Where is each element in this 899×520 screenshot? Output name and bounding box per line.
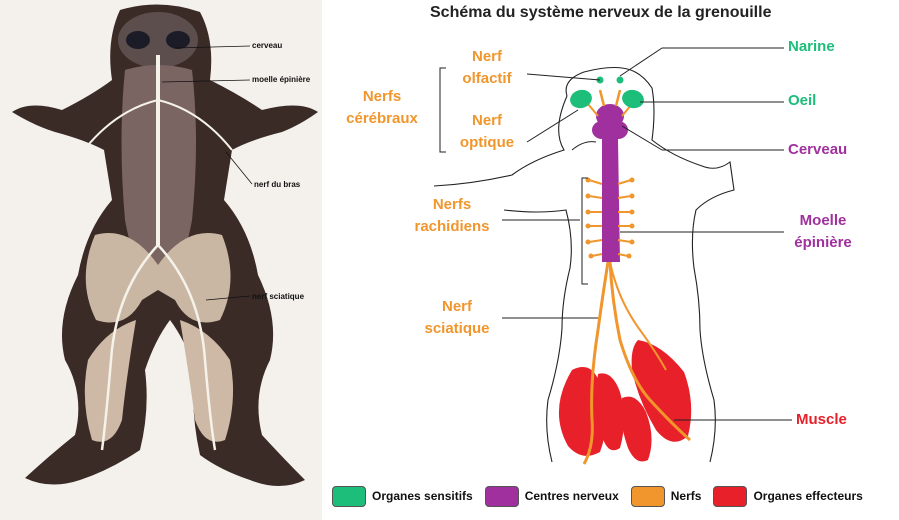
frog-dissection-illustration	[0, 0, 322, 520]
label-muscle: Muscle	[796, 411, 847, 428]
legend-item-nerves: Nerfs	[630, 485, 702, 507]
label-sciatic-nerve-line1: Nerf	[441, 298, 472, 315]
label-olfactory-nerve-line2: olfactif	[462, 70, 512, 87]
legend-label-effectors: Organes effecteurs	[753, 489, 863, 503]
nervous-system-diagram: Schéma du système nerveux de la grenouil…	[322, 0, 899, 520]
label-brain: Cerveau	[788, 141, 848, 158]
legend-swatch-nerve-centers	[484, 485, 519, 507]
photo-label-spinal-cord: moelle épinière	[252, 75, 311, 84]
label-nostril: Narine	[788, 38, 835, 55]
label-spinal-nerves-line2: rachidiens	[414, 218, 490, 235]
label-optic-nerve-line1: Nerf	[471, 112, 502, 129]
label-spinal-cord-line1: Moelle	[799, 212, 847, 229]
label-olfactory-nerve-line1: Nerf	[471, 48, 502, 65]
legend-swatch-sensory	[332, 485, 366, 507]
label-cranial-nerves: Nerfs cérébraux	[332, 86, 432, 130]
dissection-photo: cerveau moelle épinière nerf du bras ner…	[0, 0, 322, 520]
photo-label-brain: cerveau	[252, 41, 283, 50]
label-sciatic-nerve: Nerf sciatique	[412, 296, 502, 340]
label-eye: Oeil	[788, 92, 817, 109]
label-cranial-nerves-line1: Nerfs	[362, 88, 402, 105]
label-spinal-cord: Moelle épinière	[778, 210, 868, 254]
label-spinal-cord-line2: épinière	[794, 234, 852, 251]
legend-item-sensory: Organes sensitifs	[332, 485, 473, 507]
photo-label-sciatic-nerve: nerf sciatique	[252, 292, 305, 301]
photo-label-arm-nerve: nerf du bras	[254, 180, 301, 189]
diagram-drawing	[433, 47, 792, 465]
legend-label-sensory: Organes sensitifs	[372, 489, 473, 503]
legend-swatch-effectors	[713, 485, 748, 507]
legend-item-nerve-centers: Centres nerveux	[484, 485, 619, 507]
label-optic-nerve: Nerf optique	[452, 110, 522, 154]
label-olfactory-nerve: Nerf olfactif	[452, 46, 522, 90]
legend-item-effectors: Organes effecteurs	[713, 485, 863, 507]
label-spinal-nerves: Nerfs rachidiens	[402, 194, 502, 238]
diagram-title: Schéma du système nerveux de la grenouil…	[430, 4, 772, 21]
legend-label-nerves: Nerfs	[670, 489, 702, 503]
label-spinal-nerves-line1: Nerfs	[432, 196, 472, 213]
label-optic-nerve-line2: optique	[459, 134, 515, 151]
legend-label-nerve-centers: Centres nerveux	[524, 489, 619, 503]
label-cranial-nerves-line2: cérébraux	[346, 110, 418, 127]
label-sciatic-nerve-line2: sciatique	[424, 320, 490, 337]
legend-swatch-nerves	[630, 485, 665, 507]
legend: Organes sensitifs Centres nerveux Nerfs …	[332, 485, 875, 507]
